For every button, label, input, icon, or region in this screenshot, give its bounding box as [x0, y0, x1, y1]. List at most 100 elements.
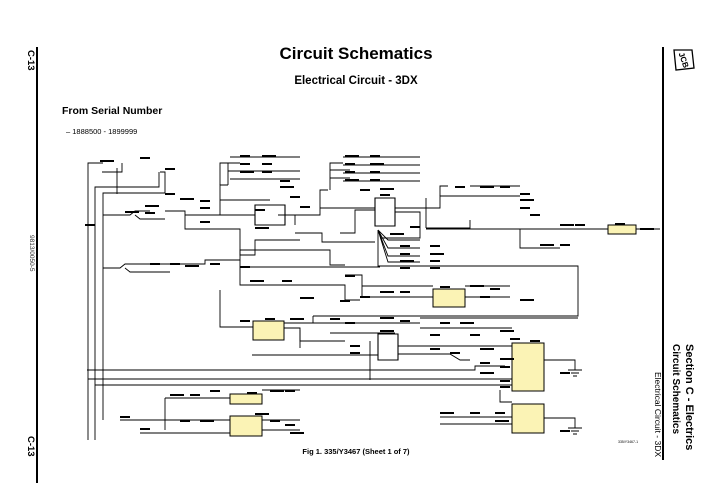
wire-label-mark — [520, 299, 534, 301]
wire-label-mark — [200, 221, 210, 223]
wire-label-mark — [240, 163, 250, 165]
wire-label-mark — [615, 223, 625, 225]
wire-label-mark — [165, 193, 175, 195]
wire-label-mark — [500, 380, 510, 382]
wire-label-mark — [170, 263, 180, 265]
wire-label-mark — [200, 200, 210, 202]
wire-label-mark — [560, 372, 570, 374]
wire-label-mark — [180, 198, 194, 200]
wire-label-mark — [495, 412, 505, 414]
wire-label-mark — [400, 260, 414, 262]
wire-label-mark — [285, 390, 295, 392]
wire-label-mark — [480, 348, 494, 350]
wire-label-mark — [240, 155, 250, 157]
wire-label-mark — [480, 362, 490, 364]
wire-label-mark — [145, 205, 159, 207]
wire-label-mark — [450, 352, 460, 354]
wire-label-mark — [280, 180, 290, 182]
wire-label-mark — [575, 224, 585, 226]
wire-label-mark — [185, 265, 199, 267]
wire-label-mark — [430, 245, 440, 247]
wire-label-mark — [165, 168, 175, 170]
wire-label-mark — [640, 228, 654, 230]
wire-label-mark — [262, 163, 272, 165]
wire-label-mark — [290, 196, 300, 198]
wire-label-mark — [490, 288, 500, 290]
figure-reference: 335/Y3467-1 — [618, 440, 639, 444]
wire-label-mark — [250, 280, 264, 282]
wire-label-mark — [350, 352, 360, 354]
wire-label-mark — [410, 226, 420, 228]
component-box — [432, 288, 466, 308]
wire-label-mark — [345, 322, 355, 324]
serial-heading: From Serial Number — [62, 105, 163, 117]
component-box — [229, 393, 263, 405]
wire-label-mark — [440, 286, 450, 288]
wire-label-mark — [500, 366, 510, 368]
wire-label-mark — [430, 267, 440, 269]
wire-label-mark — [240, 320, 250, 322]
wire-label-mark — [360, 296, 370, 298]
wire-label-mark — [430, 260, 440, 262]
wire-label-mark — [500, 358, 514, 360]
wire-label-mark — [290, 318, 304, 320]
wire-label-mark — [530, 340, 540, 342]
wire-label-mark — [170, 394, 184, 396]
wire-label-mark — [282, 280, 292, 282]
wire-label-mark — [520, 207, 530, 209]
wire-label-mark — [255, 227, 269, 229]
wire-label-mark — [380, 188, 394, 190]
wire-label-mark — [350, 345, 360, 347]
wire-label-mark — [100, 160, 114, 162]
wire-label-mark — [340, 300, 350, 302]
wire-label-mark — [470, 285, 484, 287]
wire-label-mark — [345, 171, 355, 173]
wire-label-mark — [140, 157, 150, 159]
wire-label-mark — [330, 318, 340, 320]
page-title: Circuit Schematics — [279, 44, 433, 63]
wire-label-mark — [145, 212, 155, 214]
wire-label-mark — [390, 233, 404, 235]
wire-label-mark — [345, 163, 355, 165]
wire-label-mark — [370, 155, 380, 157]
right-margin-rule — [662, 47, 664, 460]
wire-label-mark — [495, 420, 509, 422]
wire-label-mark — [85, 224, 95, 226]
wire-label-mark — [380, 291, 394, 293]
wire-label-mark — [262, 171, 272, 173]
wire-label-mark — [280, 186, 294, 188]
figure-caption: Fig 1. 335/Y3467 (Sheet 1 of 7) — [302, 447, 410, 456]
wire-label-mark — [370, 171, 380, 173]
wire-label-mark — [440, 322, 450, 324]
wire-label-mark — [150, 263, 160, 265]
wire-label-mark — [270, 390, 284, 392]
component-box — [252, 320, 285, 341]
wire-label-mark — [300, 297, 314, 299]
wire-label-mark — [560, 430, 570, 432]
wire-label-mark — [500, 386, 510, 388]
wire-label-mark — [190, 394, 200, 396]
wire-label-mark — [500, 330, 514, 332]
wire-label-mark — [120, 416, 130, 418]
wire-label-mark — [290, 432, 304, 434]
wire-label-mark — [400, 253, 410, 255]
wire-label-mark — [455, 186, 465, 188]
wire-label-mark — [400, 320, 410, 322]
wire-label-mark — [265, 318, 275, 320]
wire-label-mark — [480, 186, 494, 188]
wire-label-mark — [530, 214, 540, 216]
wire-label-mark — [400, 267, 410, 269]
wire-label-mark — [560, 224, 574, 226]
component-box — [607, 224, 637, 235]
wire-label-mark — [255, 413, 269, 415]
wire-label-mark — [370, 163, 384, 165]
wire-label-mark — [480, 372, 494, 374]
wire-label-mark — [430, 348, 440, 350]
wire-label-mark — [400, 291, 410, 293]
wire-label-mark — [470, 412, 480, 414]
wire-label-mark — [500, 186, 510, 188]
component-box — [511, 403, 545, 434]
wire-label-mark — [430, 253, 444, 255]
left-margin-rule — [36, 47, 38, 483]
